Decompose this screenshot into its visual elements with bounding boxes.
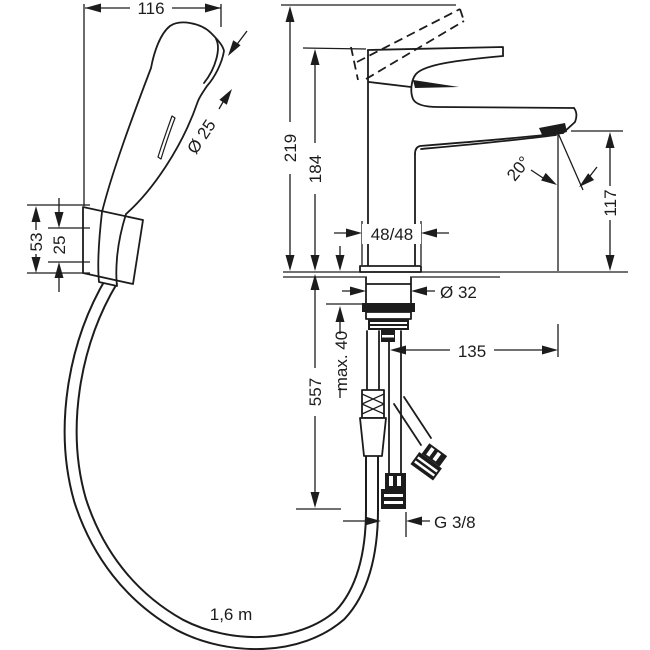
dim-base-size: 48/48 [334,221,449,265]
hose-outlet-tube [366,330,380,391]
g38-connector-straight [381,473,406,509]
dim-label-spout-reach: 135 [458,342,486,361]
dim-label-supply-thread: G 3/8 [434,513,476,532]
dim-label-head-width: 116 [137,0,164,18]
faucet-handle [367,46,504,57]
dim-label-spout-height: 184 [306,155,325,183]
supply-connections [359,276,448,509]
dim-max-deck-thickness: max. 40 [326,246,365,398]
shower-hose [63,276,379,650]
washer [365,311,412,320]
dim-hole-diameter: Ø 32 [342,283,477,302]
faucet-spout [562,107,578,134]
dim-label-below-deck-drop: 557 [306,378,325,406]
spray-face-line [203,38,219,84]
handle-gap [413,80,459,88]
base-plate [359,265,422,273]
dim-label-spray-angle: 20° [503,153,534,185]
dim-spout-reach: 135 [390,342,558,361]
hose-crimp [361,389,385,419]
dim-holder-inset: 25 [48,198,90,292]
g38-connector-diagonal [410,443,448,481]
dim-label-base-size: 48/48 [371,225,414,244]
dim-head-width: 116 [83,0,222,206]
mounting-shank [365,276,412,304]
faucet [283,8,628,509]
dim-hose-length: 1,6 m [210,605,253,624]
faucet-body [359,46,578,273]
dim-supply-thread: G 3/8 [343,512,476,537]
dim-total-height: 219 [281,4,456,271]
dim-label-hose-length: 1,6 m [210,605,253,624]
mounting-nut [362,303,415,312]
dim-label-holder-height: 53 [27,233,46,252]
dim-label-hole-diameter: Ø 32 [440,283,477,302]
aerator [539,123,567,137]
dim-spout-height: 184 [294,47,367,271]
hand-shower [97,21,225,287]
faucet-lever-raised-position [350,8,465,81]
supply-tube-diagonal [393,396,432,446]
dim-spray-angle: 20° [503,132,598,357]
dim-below-deck-drop: 557 [296,274,341,510]
dim-spout-to-deck: 117 [571,130,623,271]
hose-cone-fitting [359,417,387,457]
handle-slit [157,115,176,160]
dim-label-total-height: 219 [281,134,300,162]
shower-holder [82,206,144,285]
dim-label-max-deck-thickness: max. 40 [332,331,351,391]
supply-tube-straight [388,330,402,474]
dim-label-holder-inset: 25 [50,236,69,255]
dim-label-spout-to-deck: 117 [601,189,620,216]
countertop-line [283,271,628,278]
